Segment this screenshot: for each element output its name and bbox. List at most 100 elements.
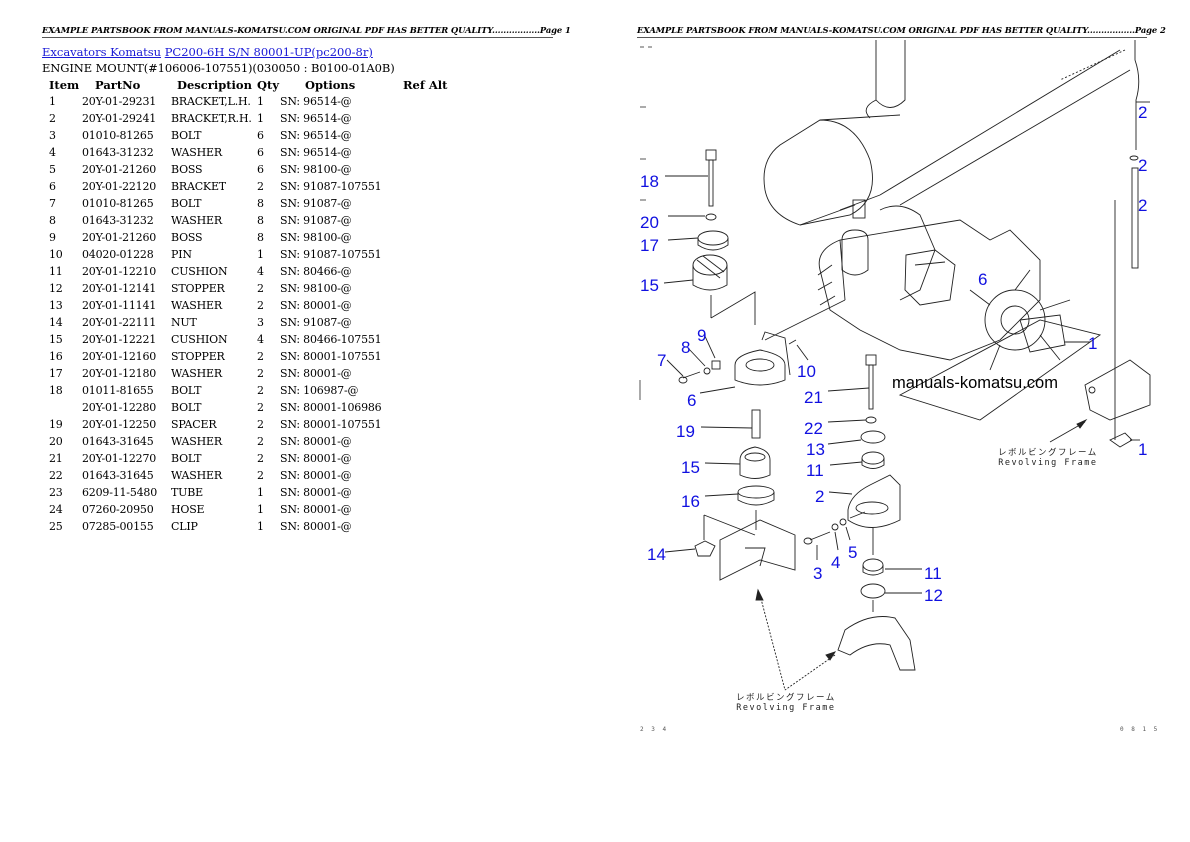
- row-qty: 2: [257, 367, 264, 380]
- row-partno: 04020-01228: [82, 248, 154, 261]
- row-item: 21: [49, 452, 63, 465]
- row-refalt: [403, 467, 463, 484]
- row-description: BOLT: [171, 452, 202, 465]
- watermark: manuals-komatsu.com: [892, 374, 1058, 392]
- row-refalt: [403, 297, 463, 314]
- callout-number: 10: [797, 362, 816, 381]
- row-item: 3: [49, 129, 56, 142]
- row-qty: 4: [257, 333, 264, 346]
- header-partno: PartNo: [95, 77, 141, 92]
- callout-number: 17: [640, 236, 659, 255]
- frame-label-jp: レボルビングフレーム: [998, 448, 1098, 458]
- row-description: BOLT: [171, 401, 202, 414]
- row-item: 18: [49, 384, 63, 397]
- row-partno: 20Y-01-29231: [82, 95, 157, 108]
- header-options: Options: [305, 77, 356, 92]
- row-item: 5: [49, 163, 56, 176]
- row-refalt: [403, 178, 463, 195]
- row-refalt: [403, 246, 463, 263]
- row-item: 8: [49, 214, 56, 227]
- row-options: SN: 98100-@: [280, 231, 352, 244]
- page-header: EXAMPLE PARTSBOOK FROM MANUALS-KOMATSU.C…: [42, 25, 571, 38]
- row-refalt: [403, 433, 463, 450]
- row-partno: 07260-20950: [82, 503, 154, 516]
- row-item: [42, 399, 82, 416]
- row-partno: 01011-81655: [82, 384, 154, 397]
- row-refalt: [403, 263, 463, 280]
- callout-number: 15: [640, 276, 659, 295]
- row-qty: 2: [257, 469, 264, 482]
- row-qty: 1: [257, 112, 264, 125]
- row-description: HOSE: [171, 503, 205, 516]
- row-qty: 2: [257, 350, 264, 363]
- callout-number: 2: [1138, 103, 1148, 122]
- breadcrumb-link-excavators[interactable]: Excavators Komatsu: [42, 45, 162, 59]
- row-qty: 2: [257, 418, 264, 431]
- row-partno: 20Y-01-12250: [82, 418, 157, 431]
- row-refalt: [403, 195, 463, 212]
- row-options: SN: 98100-@: [280, 163, 352, 176]
- row-item: 19: [49, 418, 63, 431]
- row-item: 14: [49, 316, 63, 329]
- row-qty: 2: [257, 384, 264, 397]
- row-qty: 1: [257, 248, 264, 261]
- row-refalt: [403, 518, 463, 535]
- row-item: 16: [49, 350, 63, 363]
- row-description: BOLT: [171, 197, 202, 210]
- row-description: WASHER: [171, 299, 222, 312]
- callout-number: 2: [815, 487, 825, 506]
- row-description: WASHER: [171, 435, 222, 448]
- row-refalt: [403, 280, 463, 297]
- breadcrumb: Excavators Komatsu PC200-6H S/N 80001-UP…: [42, 45, 373, 59]
- row-options: SN: 98100-@: [280, 282, 352, 295]
- row-options: SN: 80466-107551: [280, 333, 382, 346]
- right-plate: [1084, 359, 1151, 448]
- row-refalt: [403, 450, 463, 467]
- row-options: SN: 96514-@: [280, 95, 352, 108]
- row-description: BRACKET: [171, 180, 226, 193]
- row-refalt: [403, 365, 463, 382]
- row-item: 22: [49, 469, 63, 482]
- header-qty: Qty: [257, 77, 280, 92]
- row-item: 12: [49, 282, 63, 295]
- row-description: NUT: [171, 316, 197, 329]
- row-partno: 20Y-01-21260: [82, 231, 157, 244]
- row-item: 17: [49, 367, 63, 380]
- row-description: CUSHION: [171, 333, 228, 346]
- parts-table: Item PartNo Description Qty Options Ref …: [42, 76, 463, 535]
- breadcrumb-link-model[interactable]: PC200-6H S/N 80001-UP(pc200-8r): [164, 45, 373, 59]
- callout-number: 18: [640, 172, 659, 191]
- callout-number: 7: [657, 351, 667, 370]
- row-partno: 01010-81265: [82, 129, 154, 142]
- callout-number: 22: [804, 419, 823, 438]
- row-qty: 2: [257, 452, 264, 465]
- page-1: EXAMPLE PARTSBOOK FROM MANUALS-KOMATSU.C…: [42, 25, 571, 535]
- row-partno: 01643-31645: [82, 435, 154, 448]
- callout-number: 19: [676, 422, 695, 441]
- row-refalt: [403, 127, 463, 144]
- row-options: SN: 91087-@: [280, 214, 352, 227]
- row-refalt: [403, 484, 463, 501]
- row-item: 4: [49, 146, 56, 159]
- row-item: 9: [49, 231, 56, 244]
- callout-number: 3: [813, 564, 823, 583]
- row-options: SN: 80001-@: [280, 435, 352, 448]
- callout-number: 8: [681, 338, 691, 357]
- diagram-page-mark-left: 2 3 4: [640, 726, 669, 733]
- page-2: EXAMPLE PARTSBOOK FROM MANUALS-KOMATSU.C…: [595, 0, 1190, 842]
